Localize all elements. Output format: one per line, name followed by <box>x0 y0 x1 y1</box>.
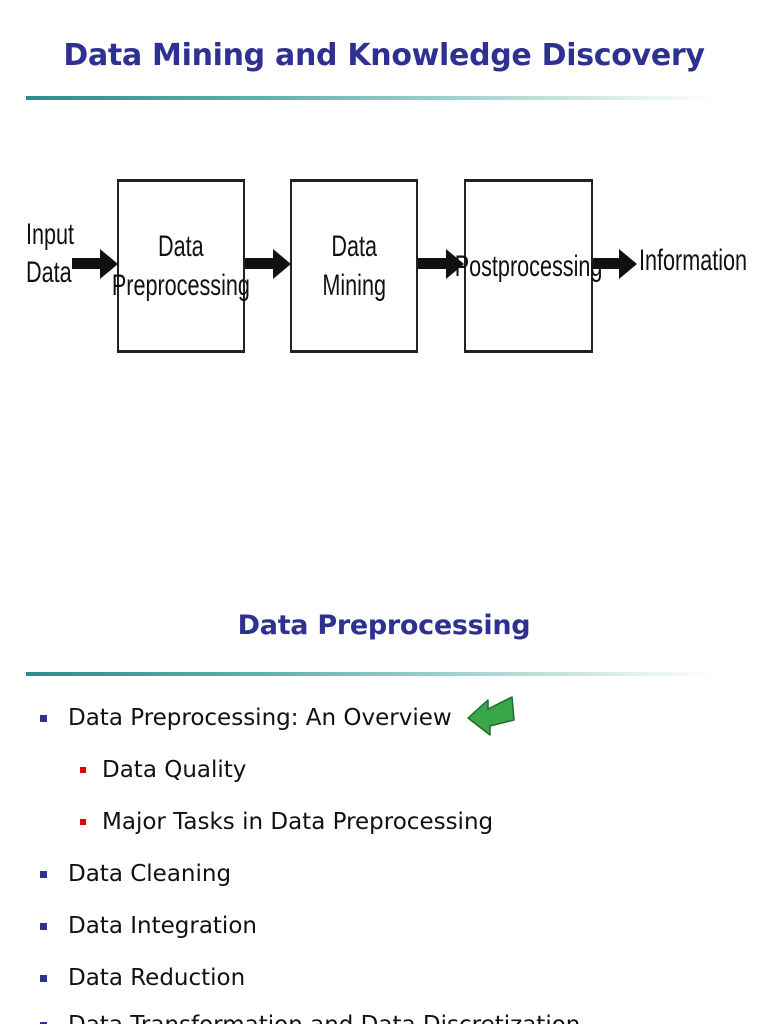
list-item-label: Data Reduction <box>68 965 246 991</box>
input-label-line1: Input <box>26 218 75 251</box>
arrow-right-icon <box>593 249 637 279</box>
process-box-postprocessing: Postprocessing <box>455 179 602 353</box>
list-item-label: Data Transformation and Data Discretizat… <box>68 1012 580 1024</box>
input-label-line2: Data <box>26 255 72 289</box>
bullet-square-icon <box>40 974 47 982</box>
list-item: Data Integration <box>40 913 257 939</box>
list-item: Data Reduction <box>40 965 245 991</box>
box1-line2: Preprocessing <box>111 269 251 302</box>
arrow-right-icon <box>418 249 464 279</box>
list-item-label: Data Quality <box>102 757 247 783</box>
input-data-label: Input Data <box>26 216 74 291</box>
list-item: Data Transformation and Data Discretizat… <box>40 1012 580 1024</box>
bullet-square-icon <box>40 714 47 722</box>
box2-line1: Data <box>331 230 377 263</box>
bullet-square-icon <box>40 1021 47 1024</box>
list-item: Data Preprocessing: An Overview <box>40 705 452 731</box>
arrow-right-icon <box>72 249 118 279</box>
bullet-square-icon <box>80 819 86 825</box>
title-underline <box>26 672 716 676</box>
title-underline <box>26 96 716 100</box>
bullet-square-icon <box>40 922 47 930</box>
pointer-arrow-icon <box>467 696 515 736</box>
bullet-square-icon <box>40 870 47 878</box>
list-item-label: Data Preprocessing: An Overview <box>68 705 452 731</box>
process-box-data-mining: Data Mining <box>290 179 418 353</box>
list-item-label: Data Cleaning <box>68 861 232 887</box>
arrow-right-icon <box>245 249 291 279</box>
box3-label: Postprocessing <box>454 249 603 283</box>
process-box-data-preprocessing: Data Preprocessing <box>112 179 250 353</box>
information-label: Information <box>639 244 748 277</box>
list-item-label: Major Tasks in Data Preprocessing <box>102 809 494 835</box>
box1-line1: Data <box>158 230 204 263</box>
slide-title-kdd: Data Mining and Knowledge Discovery <box>63 38 705 73</box>
bullet-square-icon <box>80 767 86 773</box>
list-item: Data Quality <box>80 757 246 783</box>
list-item: Data Cleaning <box>40 861 231 887</box>
box2-line2: Mining <box>322 269 386 302</box>
slide-title-data-preprocessing: Data Preprocessing <box>237 610 531 641</box>
list-item-label: Data Integration <box>68 913 257 939</box>
list-item: Major Tasks in Data Preprocessing <box>80 809 493 835</box>
